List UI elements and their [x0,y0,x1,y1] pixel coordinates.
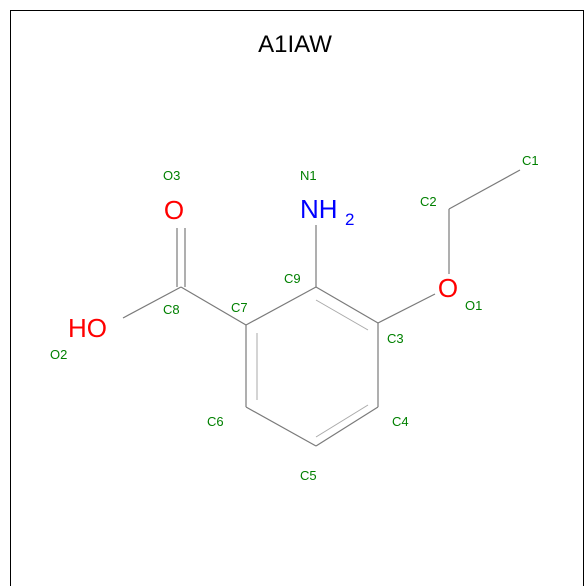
oxygen-o1-symbol: O [438,273,458,303]
diagram-frame [10,10,584,586]
atom-label-c3: C3 [387,331,404,346]
element-symbol-layer: O NH 2 HO O [68,194,458,343]
bond-layer [122,169,521,447]
atom-label-o1: O1 [465,298,482,313]
nitrogen-n1-symbol: NH [300,194,338,224]
bond-c4-c5 [315,406,379,447]
bond-c8-o2 [122,286,182,319]
bond-c7-c8 [180,286,247,326]
atom-label-c8: C8 [163,302,180,317]
atom-label-c4: C4 [392,414,409,429]
bond-c9-c3 [315,286,379,324]
bond-c4-c5-inner [315,404,369,438]
atom-label-c7: C7 [231,300,248,315]
diagram-title: A1IAW [258,31,332,58]
atom-label-n1: N1 [300,168,317,183]
oxygen-o2-symbol: HO [68,313,107,343]
atom-label-o2: O2 [50,347,67,362]
nitrogen-n1-subscript: 2 [345,210,354,229]
atom-label-c2: C2 [420,194,437,209]
atom-label-layer: N1 O3 C1 C2 C9 C8 C7 O1 C3 O2 C6 C4 C5 [50,153,539,483]
bond-c3-o1 [377,293,436,324]
bond-c2-c1 [448,169,521,210]
bond-c5-c6 [245,406,317,447]
oxygen-o3-symbol: O [164,195,184,225]
atom-label-c5: C5 [300,468,317,483]
bond-c7-c9 [245,286,317,326]
atom-label-c9: C9 [284,271,301,286]
atom-label-c1: C1 [522,153,539,168]
atom-label-c6: C6 [207,414,224,429]
bond-c9-c3-inner [315,299,369,331]
atom-label-o3: O3 [163,168,180,183]
